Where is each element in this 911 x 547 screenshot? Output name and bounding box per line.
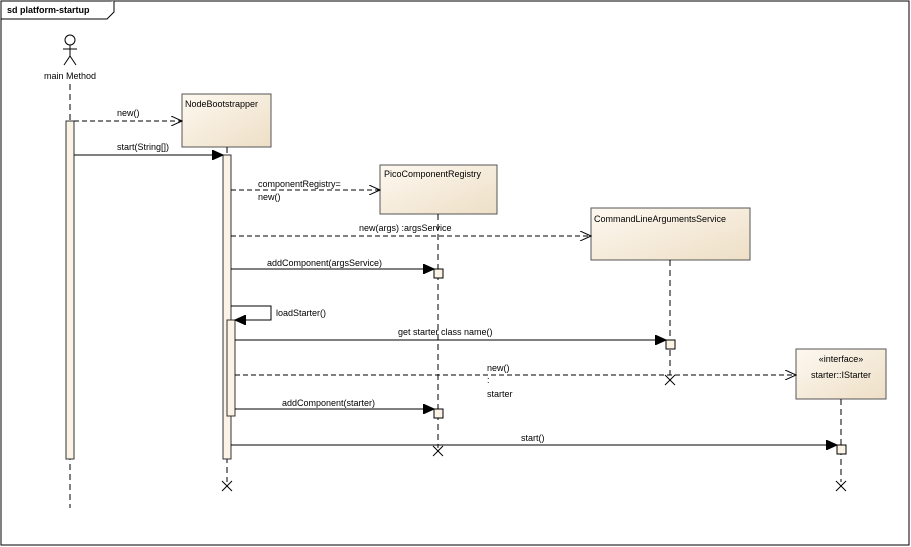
message-label-component-registry: componentRegistry= xyxy=(258,179,341,189)
message-get-starter-class-name: get starter class name() xyxy=(235,327,666,340)
message-label-new-starter: new() xyxy=(487,363,510,373)
actor-label: main Method xyxy=(44,71,96,81)
exec-add-args-service xyxy=(433,268,444,279)
message-label-new-starter-colon: : xyxy=(487,375,490,385)
message-label-start-string: start(String[]) xyxy=(117,142,169,152)
message-add-component-starter: addComponent(starter) xyxy=(235,398,434,409)
message-label-new-starter-name: starter xyxy=(487,389,513,399)
lifeline-box-pico-registry xyxy=(379,164,498,215)
destroy-pico-registry-icon xyxy=(432,445,444,457)
actor-main-method: main Method xyxy=(44,34,96,81)
exec-start xyxy=(836,444,847,455)
message-label-get-starter: get starter class name() xyxy=(398,327,493,337)
message-label-new: new() xyxy=(117,108,140,118)
args-service-label: CommandLineArgumentsService xyxy=(594,214,726,224)
exec-get-starter-name xyxy=(665,339,676,350)
message-add-component-args-service: addComponent(argsService) xyxy=(231,258,434,269)
message-label-component-registry-new: new() xyxy=(258,192,281,202)
activation-node-bootstrapper xyxy=(222,154,232,460)
message-label-add-args: addComponent(argsService) xyxy=(267,258,382,268)
message-new-node-bootstrapper: new() xyxy=(74,108,182,121)
message-load-starter: loadStarter() xyxy=(231,305,326,320)
message-new-args-service: new(args) :argsService xyxy=(231,223,591,236)
message-start-string: start(String[]) xyxy=(74,142,223,155)
node-bootstrapper-label: NodeBootstrapper xyxy=(185,99,258,109)
message-component-registry-new: componentRegistry= new() xyxy=(231,179,380,202)
message-new-starter: new() : starter xyxy=(235,363,796,399)
lifeline-box-args-service xyxy=(590,207,751,261)
message-label-load-starter: loadStarter() xyxy=(276,308,326,318)
message-label-new-args: new(args) :argsService xyxy=(359,223,452,233)
destroy-node-bootstrapper-icon xyxy=(221,480,233,492)
lifeline-box-node-bootstrapper xyxy=(181,93,272,148)
istarter-label: starter::IStarter xyxy=(811,370,871,380)
activation-main-method xyxy=(65,120,75,460)
destroy-args-service-icon xyxy=(664,374,676,386)
exec-add-starter xyxy=(433,408,444,419)
message-label-start: start() xyxy=(521,433,545,443)
message-start: start() xyxy=(231,433,837,445)
istarter-stereotype: «interface» xyxy=(819,354,864,364)
destroy-istarter-icon xyxy=(835,480,847,492)
pico-registry-label: PicoComponentRegistry xyxy=(384,169,482,179)
message-label-add-starter: addComponent(starter) xyxy=(282,398,375,408)
activation-load-starter xyxy=(226,319,236,417)
frame-title: sd platform-startup xyxy=(7,5,90,15)
